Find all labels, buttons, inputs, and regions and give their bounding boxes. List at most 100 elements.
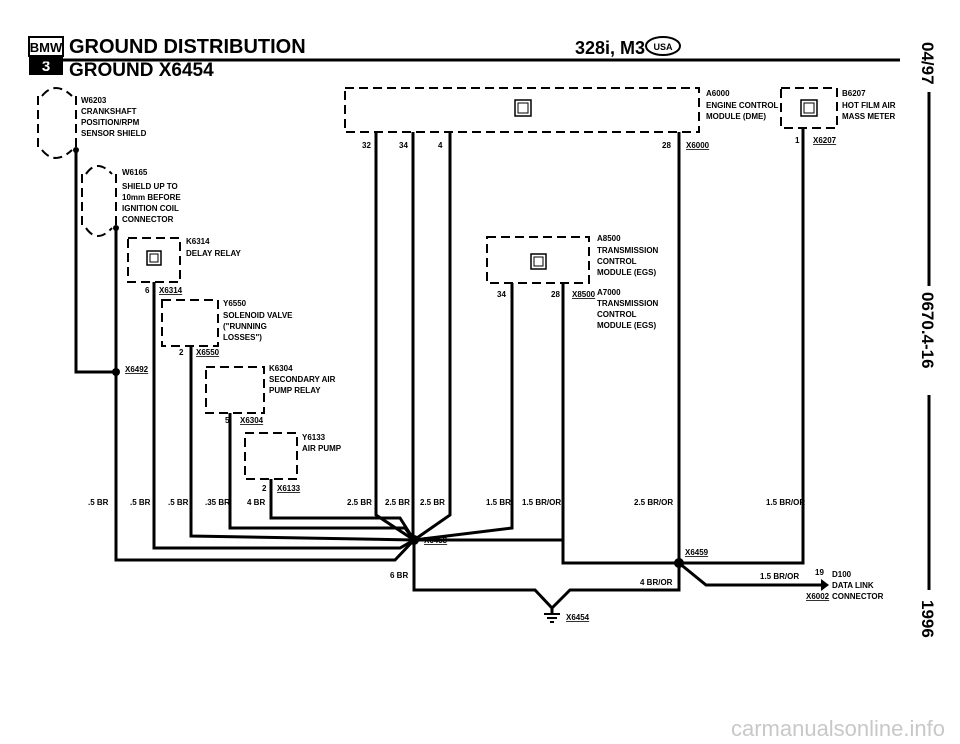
a6000-conn: X6000: [686, 141, 710, 150]
x6458-label: X6458: [424, 536, 448, 545]
wire-labels: .5 BR .5 BR .5 BR .35 BR 4 BR 2.5 BR 2.5…: [88, 498, 805, 587]
wire-label-6: 2.5 BR: [347, 498, 372, 507]
d100-pin: 19: [815, 568, 824, 577]
usa-badge-text: USA: [653, 42, 673, 52]
wires-to-x6458: [114, 132, 565, 562]
b6207-module-icon: [800, 99, 818, 117]
a8500-line-2: CONTROL: [597, 257, 637, 266]
x6492-label: X6492: [125, 365, 149, 374]
a6000-line-1: ENGINE CONTROL: [706, 101, 779, 110]
k6304-box: [205, 366, 265, 414]
a6000-pin-4: 4: [438, 141, 443, 150]
y6133-line-1: AIR PUMP: [302, 444, 342, 453]
w6165-line-1: SHIELD UP TO: [122, 182, 178, 191]
y6550-line-1: SOLENOID VALVE: [223, 311, 293, 320]
b6207-line-1: HOT FILM AIR: [842, 101, 896, 110]
w6165-shield-icon: [81, 165, 117, 237]
page-title: GROUND DISTRIBUTION: [69, 36, 306, 58]
b6207-box: [780, 87, 838, 129]
w6165-line-2: 10mm BEFORE: [122, 193, 181, 202]
side-code: 0670.4-16: [918, 292, 937, 369]
wire-label-14: 6 BR: [390, 571, 408, 580]
a8500-pin-34: 34: [497, 290, 506, 299]
k6304-pin: 5: [225, 416, 230, 425]
k6314-id: K6314: [186, 237, 210, 246]
wire-label-8: 2.5 BR: [420, 498, 445, 507]
x6459-label: X6459: [685, 548, 709, 557]
a6000-pin-28: 28: [662, 141, 671, 150]
x6454-label: X6454: [566, 613, 590, 622]
a8500-module-icon: [530, 253, 547, 270]
k6304-id: K6304: [269, 364, 293, 373]
series-3-logo-text: 3: [42, 58, 50, 75]
w6165-line-3: IGNITION COIL: [122, 204, 179, 213]
a8500-conn: X8500: [572, 290, 596, 299]
w6203-line-1: CRANKSHAFT: [81, 107, 137, 116]
wire-label-4: .35 BR: [205, 498, 230, 507]
a6000-line-2: MODULE (DME): [706, 112, 766, 121]
a8500-line-3: MODULE (EGS): [597, 268, 656, 277]
w6203-line-3: SENSOR SHIELD: [81, 129, 147, 138]
y6550-line-2: ("RUNNING: [223, 322, 267, 331]
w6203-ground-wire: [74, 150, 116, 374]
k6304-line-2: PUMP RELAY: [269, 386, 321, 395]
a6000-pin-34: 34: [399, 141, 408, 150]
y6550-id: Y6550: [223, 299, 247, 308]
y6133-conn: X6133: [277, 484, 301, 493]
ground-icon: [544, 613, 560, 623]
wire-label-9: 1.5 BR: [486, 498, 511, 507]
a8500-pin-28: 28: [551, 290, 560, 299]
y6550-pin: 2: [179, 348, 184, 357]
bmw-logo: BMW: [28, 36, 64, 57]
a8500-id: A8500: [597, 234, 621, 243]
a8500-box: [486, 236, 590, 284]
k6314-conn: X6314: [159, 286, 183, 295]
b6207-conn: X6207: [813, 136, 837, 145]
d100-line-1: DATA LINK: [832, 581, 874, 590]
y6550-line-3: LOSSES"): [223, 333, 262, 342]
w6203-shield-icon: [37, 87, 77, 159]
wire-label-2: .5 BR: [130, 498, 151, 507]
wires-to-x6459: [561, 128, 821, 587]
a6000-box: [344, 87, 700, 133]
wire-label-3: .5 BR: [168, 498, 189, 507]
wire-label-1: .5 BR: [88, 498, 109, 507]
side-date: 04/97: [918, 42, 937, 85]
w6165-line-4: CONNECTOR: [122, 215, 174, 224]
y6133-box: [244, 432, 298, 480]
watermark: carmanualsonline.info: [731, 716, 945, 741]
k6314-box: [127, 237, 181, 283]
wire-label-11: 2.5 BR/OR: [634, 498, 673, 507]
y6133-id: Y6133: [302, 433, 326, 442]
w6203-id: W6203: [81, 96, 107, 105]
wire-label-13: 1.5 BR/OR: [760, 572, 799, 581]
a7000-id: A7000: [597, 288, 621, 297]
k6304-conn: X6304: [240, 416, 264, 425]
page-subtitle: GROUND X6454: [69, 60, 214, 81]
a7000-line-2: CONTROL: [597, 310, 637, 319]
d100-connector-icon: [821, 579, 829, 591]
wire-label-10: 1.5 BR/OR: [522, 498, 561, 507]
b6207-line-2: MASS METER: [842, 112, 896, 121]
y6550-box: [161, 299, 219, 347]
d100-line-2: CONNECTOR: [832, 592, 884, 601]
a6000-module-icon: [514, 99, 532, 117]
x6459-trunk-wire: [550, 563, 681, 610]
a6000-id: A6000: [706, 89, 730, 98]
d100-conn: X6002: [806, 592, 830, 601]
bmw-logo-text: BMW: [30, 40, 63, 55]
w6203-line-2: POSITION/RPM: [81, 118, 140, 127]
y6550-conn: X6550: [196, 348, 220, 357]
k6314-pin: 6: [145, 286, 150, 295]
a6000-pin-32: 32: [362, 141, 371, 150]
y6133-pin: 2: [262, 484, 267, 493]
wire-label-7: 2.5 BR: [385, 498, 410, 507]
k6304-line-1: SECONDARY AIR: [269, 375, 336, 384]
model-label: 328i, M3: [575, 38, 645, 58]
k6314-line-1: DELAY RELAY: [186, 249, 242, 258]
k6314-module-icon: [146, 250, 162, 266]
side-year: 1996: [918, 600, 937, 638]
a7000-line-1: TRANSMISSION: [597, 299, 659, 308]
w6165-id: W6165: [122, 168, 148, 177]
